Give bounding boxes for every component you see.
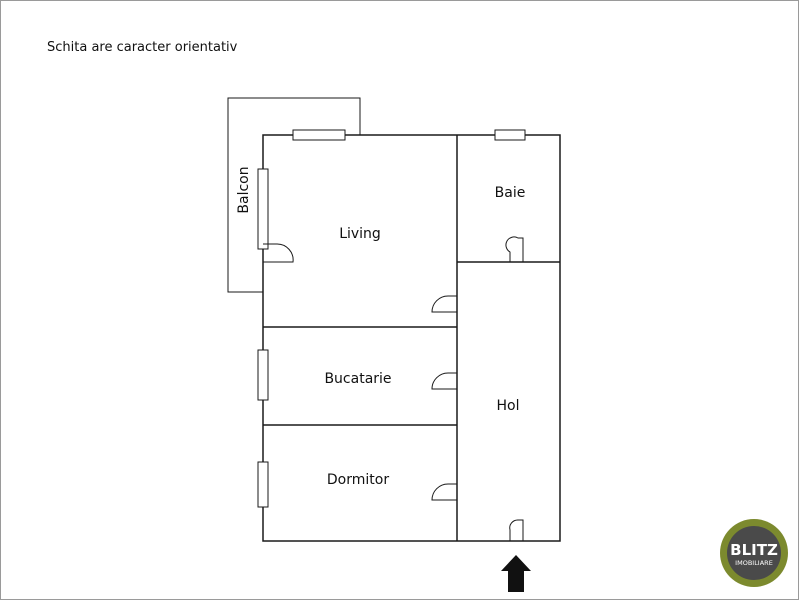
logo-brand: BLITZ [730, 541, 778, 559]
balcony-outline [227, 97, 361, 293]
blitz-logo: BLITZ IMOBILIARE [720, 519, 788, 587]
window-bedroom-side [257, 461, 269, 508]
door-bedroom [431, 483, 457, 501]
apartment-outline [262, 134, 561, 542]
room-label-living: Living [339, 226, 381, 242]
door-entrance [509, 519, 524, 541]
window-bath-top [494, 129, 526, 141]
door-living [431, 295, 457, 313]
window-kitchen-side [257, 349, 269, 401]
room-label-balcon: Balcon [236, 166, 252, 213]
room-label-dormitor: Dormitor [327, 472, 389, 488]
entrance-arrow-icon [501, 555, 531, 592]
window-living-side [257, 168, 269, 250]
window-living-top [292, 129, 346, 141]
logo-subtitle: IMOBILIARE [735, 559, 773, 567]
door-balcony [263, 243, 294, 263]
room-label-bucatarie: Bucatarie [324, 371, 391, 387]
room-label-baie: Baie [495, 185, 526, 201]
logo-core [727, 526, 781, 580]
disclaimer-note: Schita are caracter orientativ [47, 40, 238, 55]
door-bath [505, 236, 524, 262]
door-kitchen [431, 372, 457, 390]
room-label-hol: Hol [497, 398, 520, 414]
